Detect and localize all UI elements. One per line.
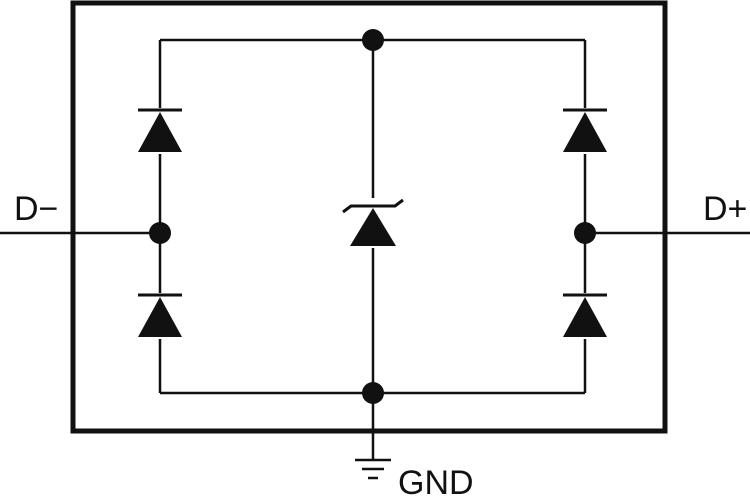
junction-left-mid: [149, 222, 171, 244]
diode-upper-right: [563, 108, 607, 154]
zener-diode-icon: [342, 198, 404, 248]
diode-upper-left: [138, 108, 182, 154]
pin-label-d-plus: D+: [703, 190, 747, 228]
pin-label-gnd: GND: [398, 464, 474, 500]
pin-label-d-minus: D−: [14, 190, 58, 228]
package-outline: [70, 0, 668, 434]
ground-icon: [355, 458, 391, 480]
junctions: [149, 29, 596, 404]
junction-right-mid: [574, 222, 596, 244]
junction-bottom-center: [362, 382, 384, 404]
diode-lower-left: [138, 293, 182, 339]
junction-top-center: [362, 29, 384, 51]
pin-leads: [0, 231, 750, 460]
diode-lower-right: [563, 293, 607, 339]
